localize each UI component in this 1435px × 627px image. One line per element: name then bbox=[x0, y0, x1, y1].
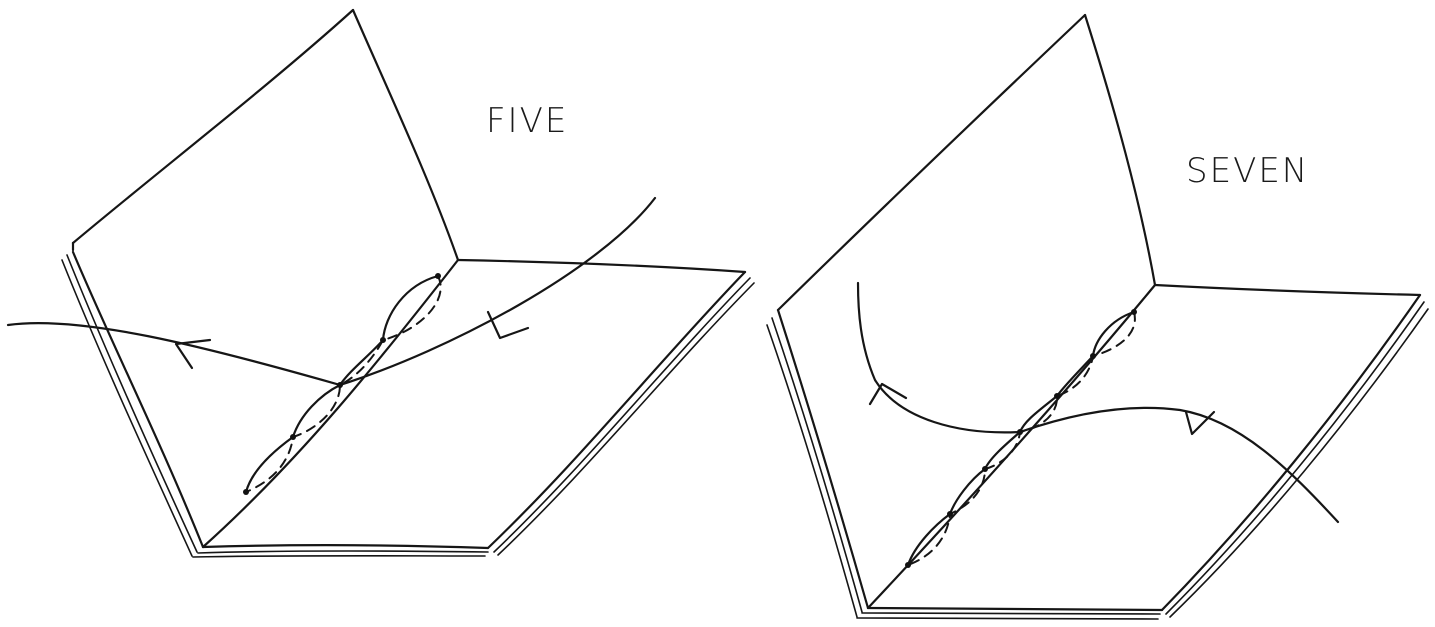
five-lower-page bbox=[62, 252, 754, 557]
seven-lower-page bbox=[767, 285, 1428, 619]
five-upright-page bbox=[73, 10, 458, 260]
seven-upright-page bbox=[778, 15, 1155, 310]
seven-label: SEVEN bbox=[1186, 151, 1309, 191]
five-hole-diagram: FIVE bbox=[8, 10, 754, 557]
seven-hole-diagram: SEVEN bbox=[767, 15, 1428, 619]
seven-stitch-path bbox=[858, 283, 1338, 568]
five-label: FIVE bbox=[486, 101, 568, 141]
